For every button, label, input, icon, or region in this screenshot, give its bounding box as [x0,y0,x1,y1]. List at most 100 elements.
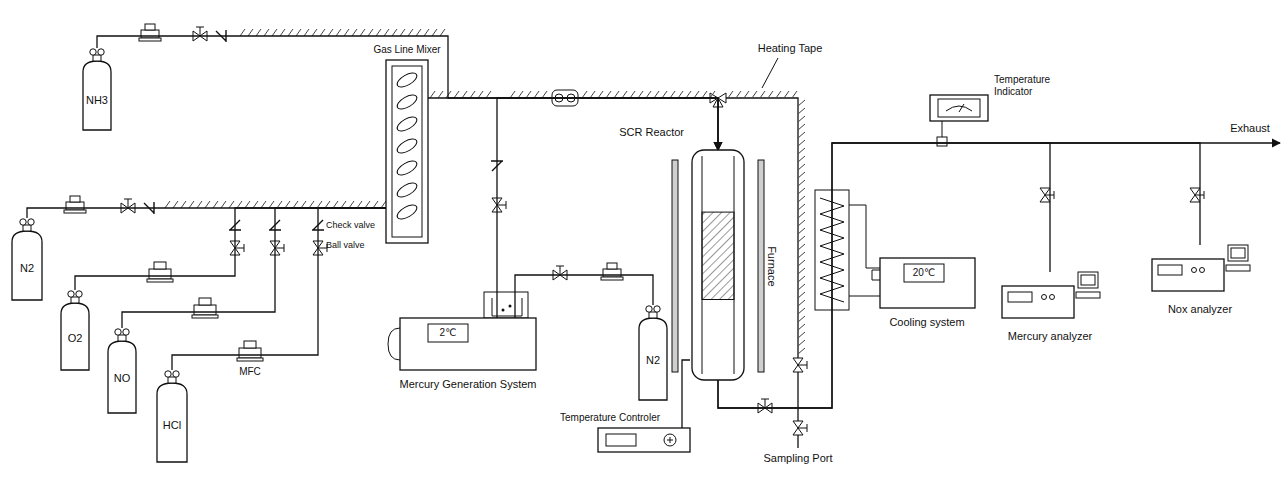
drawing-part [946,104,972,112]
heating-tape-tick [728,91,733,98]
heating-tape-tick [357,201,362,208]
drawing-part [395,180,419,200]
gas-pipe [515,275,653,318]
drawing-part [1078,272,1098,288]
heating-tape-tick [798,276,805,282]
heating-tape-tick [293,201,298,208]
drawing-part [168,377,176,383]
heating-tape-tick [392,29,397,36]
heating-tape-tick [296,29,301,36]
drawing-part [1050,295,1055,300]
heating-tape-tick [424,29,429,36]
heating-tape-tick [798,340,805,346]
heating-tape-tick [798,172,805,178]
heating-tape-tick [328,29,333,36]
gas-cylinder: O2 [60,290,90,370]
drawing-part [872,270,880,280]
heating-tape-tick [400,29,405,36]
component-label: Cooling system [889,316,964,329]
heating-tape-tick [798,308,805,314]
drawing-part [930,95,988,121]
pressure-regulator [139,24,161,41]
drawing-part [71,297,79,303]
heating-tape-tick [344,29,349,36]
drawing-part [386,60,428,243]
drawing-part [1231,248,1245,258]
gas-cylinder: HCl [156,370,188,462]
ball-valve [1190,188,1204,202]
analyzer-outline [1150,245,1250,295]
heating-tape-tick [798,292,805,298]
drawing-part [598,428,690,452]
gas-pipe [428,98,718,150]
drawing-part [702,212,734,299]
drawing-part [61,303,89,370]
heating-tape-tick [213,201,218,208]
mercury-generator: 2℃Mercury Generation System [400,318,536,370]
cyl-outline [638,305,668,400]
heating-tape-tick [229,201,234,208]
ball-valve [1040,188,1054,202]
heating-tape-tick [582,91,587,98]
heating-tape-tick [486,91,491,98]
heating-tape-tick [245,201,250,208]
heating-tape-tick [702,91,707,98]
heating-tape-tick [478,91,483,98]
heating-tape-tick [670,91,675,98]
drawing-part [118,335,126,341]
heating-tape-tick [798,332,805,338]
heating-tape-tick [240,29,245,36]
drawing-part [428,324,468,342]
drawing-part [90,49,96,55]
heating-tape-tick [646,91,651,98]
heating-tape-tick [440,29,445,36]
heating-tape-tick [304,29,309,36]
heating-tape-tick [678,91,683,98]
gas-pipe [682,360,690,428]
outlet-label: Exhaust [1230,122,1270,135]
ball-valve [553,266,567,280]
heating-tape-tick [776,91,781,98]
heating-tape-tick [173,201,178,208]
heating-tape-tick [430,91,435,98]
drawing-part [667,437,673,443]
heating-tape-tick [744,91,749,98]
heating-tape-tick [165,201,170,208]
heating-tape-tick [752,91,757,98]
ball-valve [492,198,506,212]
leader-line [762,58,778,88]
inner-label: N2 [20,262,34,275]
cooling-unit: 20℃Cooling system [880,258,975,308]
heating-tape-tick [205,201,210,208]
heating-tape-tick [408,29,413,36]
heating-tape-tick [264,29,269,36]
heating-tape-tick [798,220,805,226]
heating-tape-tick [798,300,805,306]
heating-tape-tick [662,91,667,98]
valve-label: Ball valve [326,240,365,250]
furnace-wall [758,160,764,372]
ball-valve [230,241,244,255]
bubble [509,305,512,308]
drawing-part [1081,275,1095,285]
cyl-outline [107,328,137,413]
heating-tape-tick [470,91,475,98]
drawing-part [93,55,101,61]
heating-tape-tick [798,148,805,154]
heating-tape-tick [181,201,186,208]
bubbler-bath [484,292,528,318]
drawing-part [1076,292,1100,298]
heating-tape-tick [416,29,421,36]
heating-tape-tick [518,91,523,98]
heating-tape-tick [189,201,194,208]
heating-tape-tick [542,91,547,98]
drawing-part [606,434,636,446]
drawing-part [1226,265,1250,271]
pressure-regulator [64,196,86,213]
temperature-controller: Temperature Controler [598,428,690,452]
chiller-outline [400,318,536,370]
drawing-part [388,328,400,360]
heating-tape-tick [237,201,242,208]
